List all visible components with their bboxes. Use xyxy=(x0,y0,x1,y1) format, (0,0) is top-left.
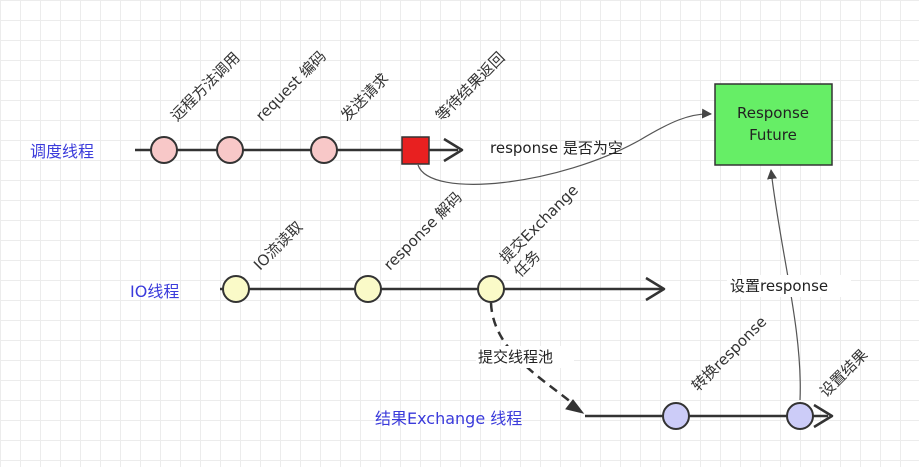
response-future-line2: Future xyxy=(749,126,797,144)
lane-label-dispatch: 调度线程 xyxy=(30,142,94,161)
edge-label-set-response: 设置response xyxy=(730,277,828,295)
node-response-decode xyxy=(354,275,382,303)
lane-label-io: IO线程 xyxy=(130,282,179,301)
node-wait-result xyxy=(401,136,430,165)
submit-pool-connector xyxy=(489,302,578,408)
node-request-encode xyxy=(216,136,244,164)
step-label-io-read: IO流读取 xyxy=(250,218,306,274)
node-send-request xyxy=(310,136,338,164)
step-label-wait-result: 等待结果返回 xyxy=(432,48,508,124)
step-label-set-result: 设置结果 xyxy=(816,346,871,401)
io-timeline xyxy=(220,276,666,302)
response-null-connector xyxy=(417,108,712,185)
step-label-remote-call: 远程方法调用 xyxy=(167,48,243,124)
lane-label-result: 结果Exchange 线程 xyxy=(375,409,522,428)
node-remote-call xyxy=(150,136,178,164)
edge-label-submit-pool-bg xyxy=(476,346,574,368)
step-label-send-request: 发送请求 xyxy=(337,70,392,125)
node-convert-response xyxy=(662,402,690,430)
edge-label-submit-pool: 提交线程池 xyxy=(478,348,553,366)
response-future-box xyxy=(714,83,833,166)
response-future-line1: Response xyxy=(737,104,809,122)
node-submit-exchange xyxy=(477,275,505,303)
edge-label-response-null: response 是否为空 xyxy=(490,139,623,157)
edge-label-set-response-bg xyxy=(727,275,851,297)
step-label-submit-exchange-line1: 提交Exchange xyxy=(496,181,582,267)
submit-pool-arrowhead xyxy=(565,399,585,414)
step-label-convert-response: 转换response xyxy=(688,313,770,395)
node-io-read xyxy=(222,275,250,303)
step-label-request-encode: request 编码 xyxy=(252,47,330,125)
node-set-result xyxy=(786,402,814,430)
step-label-response-decode: response 解码 xyxy=(380,188,465,273)
